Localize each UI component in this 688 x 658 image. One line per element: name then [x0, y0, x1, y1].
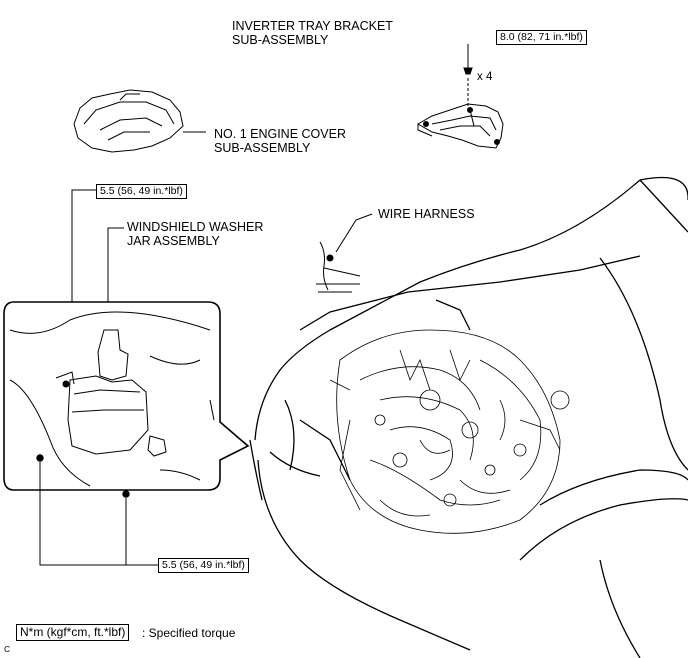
bolt-count: x 4 [477, 71, 493, 83]
engine-cover-label-line1: NO. 1 ENGINE COVER [214, 127, 346, 141]
corner-code: C [4, 644, 11, 654]
car-body-drawing [249, 176, 688, 658]
engine-bay-drawing [329, 329, 570, 534]
washer-jar-label-line1: WINDSHIELD WASHER [127, 220, 264, 234]
washer-jar-torque-top: 5.5 (56, 49 in.*lbf) [96, 184, 187, 199]
washer-jar-drawing [9, 311, 215, 498]
inverter-bracket-label-line2: SUB-ASSEMBLY [232, 33, 329, 47]
inverter-tray-bracket-drawing [416, 44, 504, 149]
legend-torque-unit: N*m (kgf*cm, ft.*lbf) [16, 624, 130, 641]
inverter-bracket-torque: 8.0 (82, 71 in.*lbf) [496, 30, 587, 45]
washer-jar-label-line2: JAR ASSEMBLY [127, 234, 220, 248]
engine-cover-label-line2: SUB-ASSEMBLY [214, 141, 311, 155]
washer-jar-torque-bottom: 5.5 (56, 49 in.*lbf) [158, 558, 249, 573]
legend-description: : Specified torque [142, 626, 236, 640]
engine-cover-drawing [73, 89, 206, 153]
wire-harness-drawing [316, 213, 373, 293]
inverter-bracket-label-line1: INVERTER TRAY BRACKET [232, 19, 393, 33]
wire-harness-label: WIRE HARNESS [378, 207, 475, 221]
